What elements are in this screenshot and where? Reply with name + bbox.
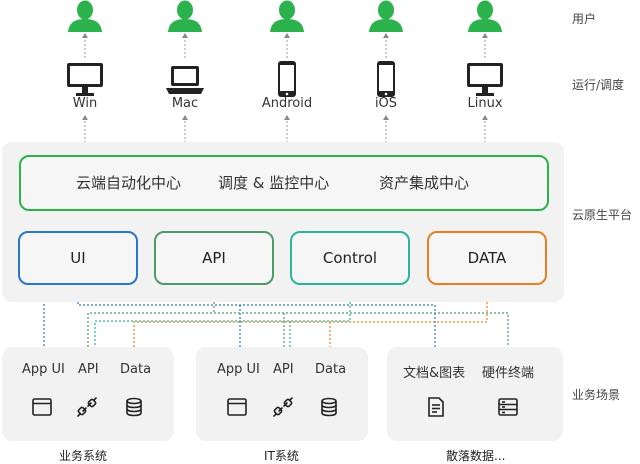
layer-label-cloud-platform: 云原生平台 bbox=[572, 208, 633, 222]
document-icon bbox=[428, 397, 444, 417]
layer-label-business: 业务场景 bbox=[572, 388, 621, 402]
user-icon bbox=[168, 0, 202, 32]
service-scheduling-monitoring-center: 调度 & 监控中心 bbox=[218, 174, 330, 192]
device-label-linux: Linux bbox=[467, 96, 503, 111]
monitor-icon bbox=[67, 63, 103, 96]
system-name-it: IT系统 bbox=[264, 449, 299, 463]
device-label-mac: Mac bbox=[171, 96, 199, 111]
device-label-android: Android bbox=[261, 96, 313, 111]
scattered-item-hardware-terminal: 硬件终端 bbox=[482, 366, 535, 381]
service-asset-integration-center: 资产集成中心 bbox=[379, 174, 470, 192]
device-label-win: Win bbox=[72, 96, 98, 111]
scattered-data-panel bbox=[387, 347, 563, 441]
system-name-scattered-data: 散落数据... bbox=[446, 449, 506, 463]
component-api: API bbox=[154, 231, 274, 285]
system-name-business: 业务系统 bbox=[59, 449, 108, 463]
user-icon bbox=[468, 0, 502, 32]
app-window-icon bbox=[32, 398, 52, 416]
device-label-ios: iOS bbox=[374, 96, 398, 111]
phone-icon bbox=[377, 61, 395, 97]
it-item-app-ui: App UI bbox=[217, 362, 260, 377]
plug-icon bbox=[273, 397, 293, 417]
it-item-api: API bbox=[273, 362, 294, 377]
database-icon bbox=[321, 397, 337, 417]
business-system-panel bbox=[2, 347, 174, 441]
scattered-item-docs-charts: 文档&图表 bbox=[403, 366, 466, 381]
user-icon bbox=[369, 0, 403, 32]
service-automation-center: 云端自动化中心 bbox=[76, 174, 182, 192]
component-data: DATA bbox=[427, 231, 547, 285]
plug-icon bbox=[77, 397, 97, 417]
laptop-icon bbox=[166, 66, 204, 94]
business-item-data: Data bbox=[120, 362, 152, 377]
monitor-icon bbox=[467, 63, 503, 96]
app-window-icon bbox=[227, 398, 247, 416]
business-item-app-ui: App UI bbox=[22, 362, 65, 377]
layer-label-runtime: 运行/调度 bbox=[572, 78, 625, 92]
user-icon bbox=[68, 0, 102, 32]
phone-icon bbox=[278, 61, 296, 97]
it-item-data: Data bbox=[315, 362, 347, 377]
hardware-terminal-icon bbox=[498, 398, 518, 416]
component-ui: UI bbox=[18, 231, 138, 285]
user-icon bbox=[270, 0, 304, 32]
database-icon bbox=[126, 397, 142, 417]
business-item-api: API bbox=[78, 362, 99, 377]
layer-label-users: 用户 bbox=[572, 12, 597, 26]
component-control: Control bbox=[290, 231, 410, 285]
it-system-panel bbox=[196, 347, 368, 441]
platform-services-box bbox=[19, 155, 549, 211]
